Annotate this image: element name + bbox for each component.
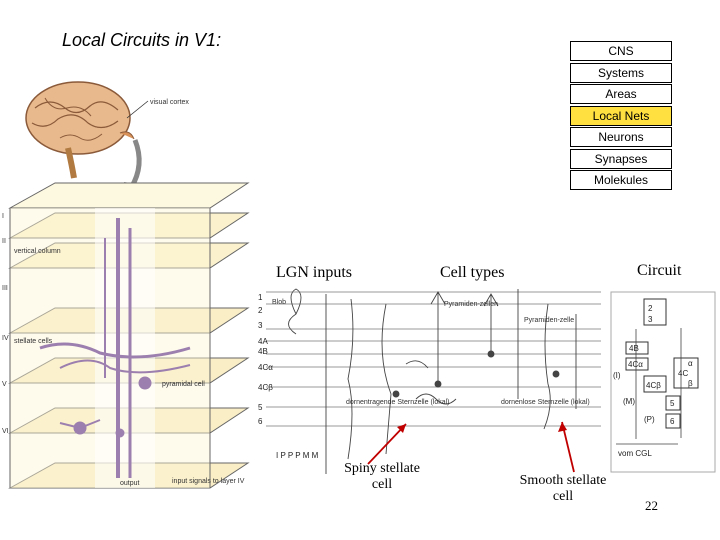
layer-number-4ca: 4Cα bbox=[258, 363, 273, 372]
circuit-label-p: (P) bbox=[644, 415, 655, 424]
visual-cortex-label: visual cortex bbox=[150, 99, 189, 106]
layer-label-ii: II bbox=[2, 238, 6, 245]
brain-illustration bbox=[25, 81, 135, 179]
spiny-stellate-cell-label: Spiny stellate cell bbox=[344, 461, 420, 492]
circuit-box-3: 3 bbox=[648, 315, 653, 324]
circuit-box-alpha: α bbox=[688, 359, 693, 368]
layer-label-vi: VI bbox=[2, 428, 9, 435]
cell-drawings bbox=[288, 288, 577, 474]
circuit-label-m: (M) bbox=[623, 397, 635, 406]
dornentragende-sternzelle-label: dornentragende Sternzelle (lokal) bbox=[346, 399, 450, 406]
layer-number-2: 2 bbox=[258, 306, 263, 315]
circuit-box-4c: 4C bbox=[678, 369, 688, 378]
cortex-layers-figure: visual cortex vertical column stellate c… bbox=[0, 78, 250, 500]
smooth-stellate-cell-label: Smooth stellate cell bbox=[519, 473, 607, 504]
lgn-bottom-label: I P P P M M bbox=[276, 451, 319, 460]
layer-number-6: 6 bbox=[258, 417, 263, 426]
layer-number-3: 3 bbox=[258, 321, 263, 330]
circuit-box-2: 2 bbox=[648, 304, 653, 313]
pyramidal-cell-label: pyramidal cell bbox=[162, 381, 205, 388]
cortex-neurons bbox=[39, 218, 191, 478]
level-molekules: Molekules bbox=[570, 170, 672, 190]
stellate-cells-label: stellate cells bbox=[14, 338, 53, 345]
circuit-box-4b: 4B bbox=[629, 344, 639, 353]
circuit-box-4cb: 4Cβ bbox=[646, 381, 661, 390]
level-synapses: Synapses bbox=[570, 148, 672, 169]
v1-circuit-drawing: 1 2 3 4A 4B 4Cα 4Cβ 5 6 Blob Pyramiden- bbox=[258, 288, 716, 474]
vom-cgl-label: vom CGL bbox=[618, 449, 652, 458]
circuit-diagram bbox=[610, 291, 716, 473]
circuit-label: Circuit bbox=[637, 262, 682, 279]
circuit-label-i: (I) bbox=[613, 371, 621, 380]
v1-circuit-figure: 1 2 3 4A 4B 4Cα 4Cβ 5 6 Blob Pyramiden- bbox=[256, 244, 720, 496]
cell-types-label: Cell types bbox=[440, 264, 505, 281]
layer-number-1: 1 bbox=[258, 293, 263, 302]
dornenlose-sternzelle-label: dornenlose Sternzelle (lokal) bbox=[501, 399, 590, 406]
layer-number-4b: 4B bbox=[258, 347, 268, 356]
layer-label-iv: IV bbox=[2, 335, 9, 342]
vertical-column-label: vertical column bbox=[14, 248, 61, 255]
layer-label-i: I bbox=[2, 213, 4, 220]
input-signals-label: input signals to layer IV bbox=[172, 478, 245, 485]
level-hierarchy: CNS Systems Areas Local Nets Neurons Syn… bbox=[570, 41, 672, 192]
layer-number-4a: 4A bbox=[258, 337, 268, 346]
lgn-inputs-label: LGN inputs bbox=[276, 264, 352, 281]
layer-number-4cb: 4Cβ bbox=[258, 383, 273, 392]
circuit-box-5: 5 bbox=[670, 399, 675, 408]
pyramiden-zelle-label: Pyramiden-zelle bbox=[524, 317, 574, 324]
circuit-box-4ca: 4Cα bbox=[628, 360, 643, 369]
level-cns: CNS bbox=[570, 41, 672, 61]
pointer-arrows bbox=[367, 421, 575, 473]
layer-label-iii: III bbox=[2, 285, 8, 292]
layer-number-5: 5 bbox=[258, 403, 263, 412]
circuit-box-beta: β bbox=[688, 379, 693, 388]
blob-label: Blob bbox=[272, 299, 286, 306]
page-number: 22 bbox=[645, 498, 658, 513]
circuit-box-6: 6 bbox=[670, 417, 675, 426]
level-areas: Areas bbox=[570, 84, 672, 104]
level-systems: Systems bbox=[570, 62, 672, 83]
level-local-nets: Local Nets bbox=[570, 105, 672, 126]
slide-title: Local Circuits in V1: bbox=[62, 30, 222, 50]
layer-label-v: V bbox=[2, 381, 7, 388]
output-label: output bbox=[120, 480, 140, 487]
pyramiden-zellen-label: Pyramiden-zellen bbox=[444, 301, 498, 308]
level-neurons: Neurons bbox=[570, 127, 672, 147]
